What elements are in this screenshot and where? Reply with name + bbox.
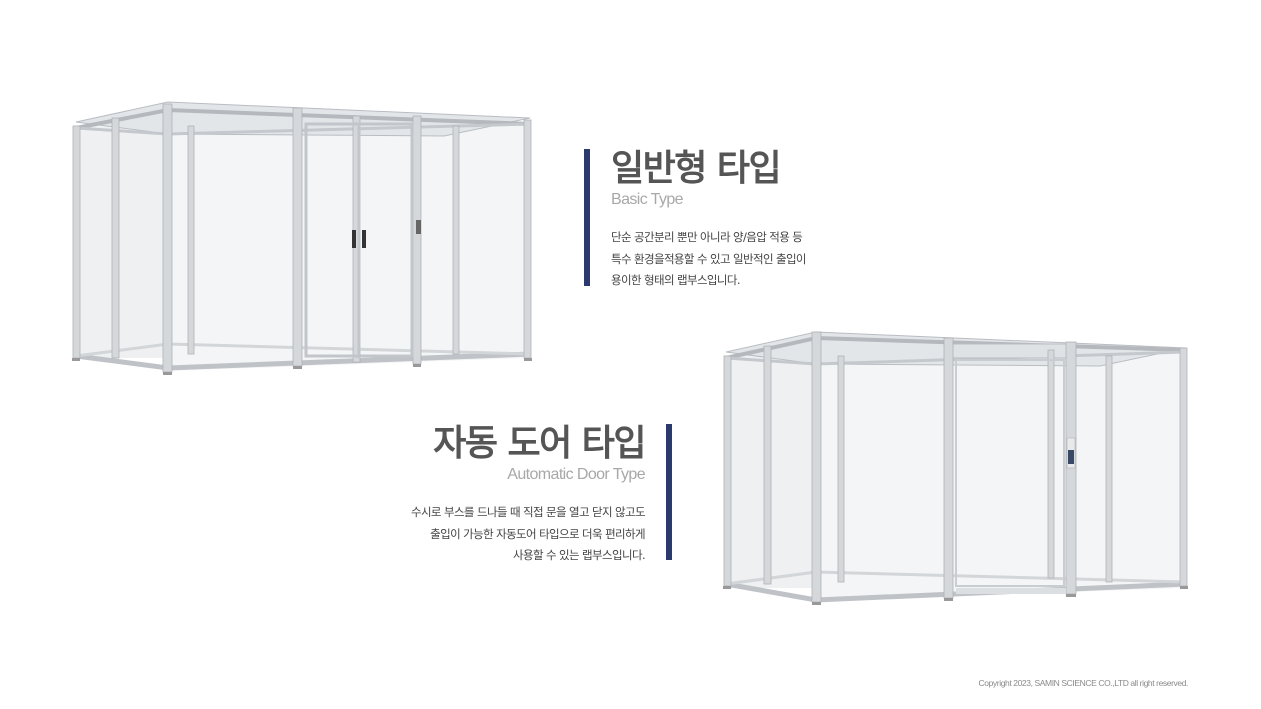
automatic-door-type-subtitle: Automatic Door Type <box>507 466 645 483</box>
description-line: 단순 공간분리 뿐만 아니라 양/음압 적용 등 <box>611 230 803 244</box>
description-line: 수시로 부스를 드나들 때 직접 문을 열고 닫지 않고도 <box>410 505 646 519</box>
automatic-door-type-title: 자동 도어 타입 <box>433 423 646 464</box>
basic-type-booth-image <box>68 96 538 381</box>
description-line: 특수 환경을적용할 수 있고 일반적인 출입이 <box>611 251 807 266</box>
description-line: 출입이 가능한 자동도어 타입으로 더욱 편리하게 <box>430 526 645 541</box>
basic-type-title: 일반형 타입 <box>611 148 782 189</box>
basic-type-description: 단순 공간분리 뿐만 아니라 양/음압 적용 등 특수 환경을적용할 수 있고 … <box>611 227 807 292</box>
description-line: 사용할 수 있는 랩부스입니다. <box>513 548 646 562</box>
accent-bar <box>584 149 590 286</box>
basic-type-subtitle: Basic Type <box>611 191 684 208</box>
copyright-notice: Copyright 2023, SAMIN SCIENCE CO.,LTD al… <box>978 678 1189 688</box>
accent-bar <box>666 424 672 560</box>
automatic-door-booth-image <box>720 326 1190 612</box>
automatic-door-type-description: 수시로 부스를 드나들 때 직접 문을 열고 닫지 않고도 출입이 가능한 자동… <box>410 502 646 567</box>
description-line: 용이한 형태의 랩부스입니다. <box>611 273 741 287</box>
